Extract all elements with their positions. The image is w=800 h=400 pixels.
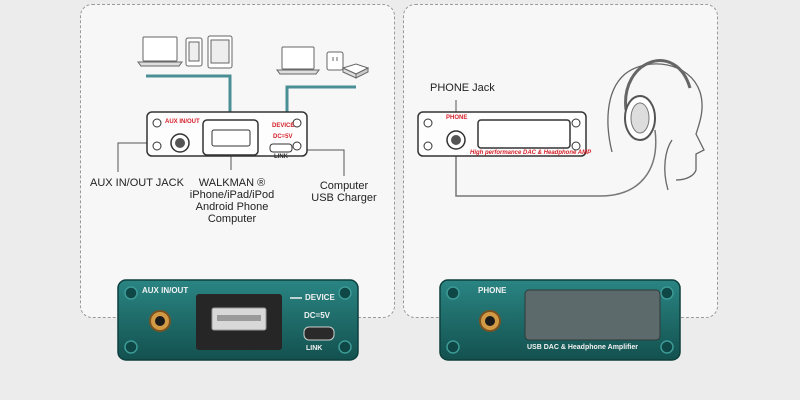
walkman-line-iphone: iPhone/iPad/iPod: [189, 189, 275, 201]
walkman-callout: WALKMAN ® iPhone/iPad/iPod Android Phone…: [176, 177, 288, 225]
device-photo-right: [439, 279, 681, 361]
device-front-drawing-right: [417, 111, 587, 157]
registered-mark: ®: [257, 177, 266, 189]
phone-label-drawing: PHONE: [446, 115, 468, 121]
headphone-earcup-icon: [624, 95, 656, 141]
aux-label-photo: AUX IN/OUT: [142, 286, 189, 295]
connection-lines: [146, 74, 356, 118]
tablet-icon: [207, 35, 233, 69]
usb-charger-icon: [341, 63, 370, 79]
computer-laptop-icon: [276, 46, 320, 75]
listener-head-icon: [607, 63, 705, 191]
laptop-icon: [137, 36, 183, 67]
dc-label-drawing: DC=5V: [273, 134, 293, 140]
walkman-title: WALKMAN: [198, 177, 255, 189]
headphones-icon: [624, 59, 692, 111]
link-label-drawing: LINK: [274, 154, 288, 160]
link-label-photo: LINK: [306, 345, 323, 352]
device-label-drawing: DEVICE: [272, 123, 295, 129]
wall-outlet-icon: [326, 51, 344, 71]
smartphone-icon: [185, 37, 203, 67]
device-photo-left: [117, 279, 359, 361]
device-label-photo: DEVICE: [305, 293, 335, 302]
dc-label-photo: DC=5V: [304, 311, 331, 320]
walkman-line-computer: Computer: [207, 213, 257, 225]
walkman-line-android: Android Phone: [195, 201, 269, 213]
phone-label-photo: PHONE: [478, 286, 507, 295]
device-caption-drawing: High performance DAC & Headphone AMP: [470, 150, 592, 156]
device-front-drawing-left: [146, 111, 308, 157]
computer-label: Computer: [319, 180, 369, 192]
computer-charger-callout: Computer USB Charger: [305, 180, 383, 204]
phone-jack-callout: PHONE Jack: [430, 82, 495, 94]
aux-label-drawing: AUX IN/OUT: [165, 119, 200, 125]
device-caption-photo: USB DAC & Headphone Amplifier: [527, 344, 638, 351]
aux-jack-callout: AUX IN/OUT JACK: [90, 177, 184, 189]
usb-charger-label: USB Charger: [311, 192, 377, 204]
